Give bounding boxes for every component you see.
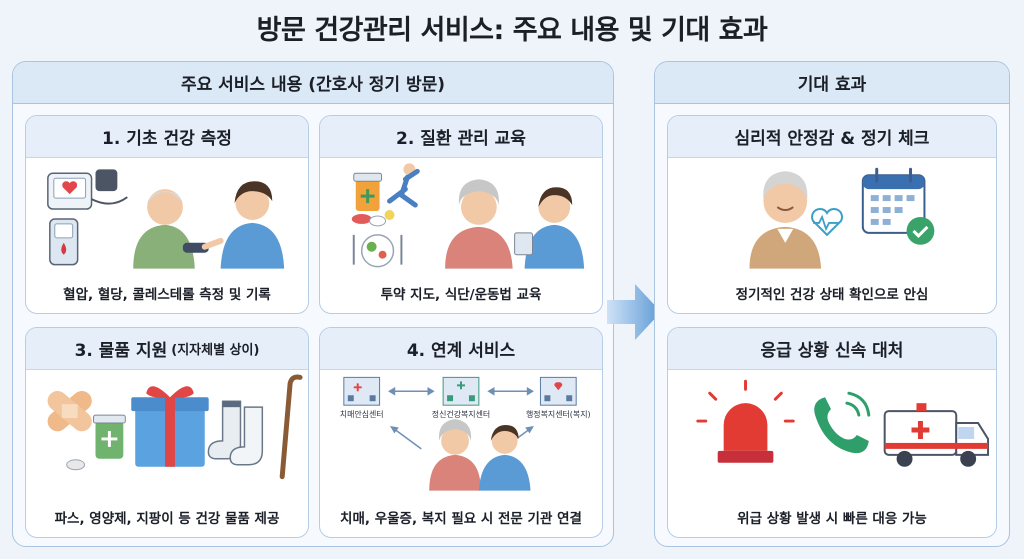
arrow-icon	[388, 386, 534, 450]
page-title: 방문 건강관리 서비스: 주요 내용 및 기대 효과	[256, 15, 768, 46]
card-title: 3. 물품 지원	[74, 341, 168, 361]
nurse-icon	[201, 181, 285, 269]
card3-illustration	[47, 374, 303, 480]
center-dementia-label: 치매안심센터	[340, 409, 384, 419]
card-caption: 혈압, 혈당, 콜레스테롤 측정 및 기록	[63, 287, 271, 303]
center-welfare-label: 행정복지센터(복지)	[526, 409, 591, 419]
glucose-meter-icon	[49, 218, 79, 266]
card4-illustration: 치매안심센터 정신건강복지센터 행정복지센터(복지)	[340, 376, 591, 491]
socks-icon	[207, 400, 264, 466]
card-supply-support: 3. 물품 지원 (지자체별 상이)	[25, 327, 309, 538]
card-title: 심리적 안정감 & 정기 체크	[668, 116, 996, 158]
card-caption: 위급 상황 발생 시 빠른 대응 가능	[737, 511, 927, 527]
heart-rate-icon	[811, 208, 843, 237]
card-linked-services: 4. 연계 서비스 치매안심센터 정신건강복지센터 행정복지센터(복지)	[319, 327, 603, 538]
gift-box-icon	[131, 386, 209, 467]
expected-effects-header: 기대 효과	[655, 62, 1009, 104]
card-title-row: 3. 물품 지원 (지자체별 상이)	[26, 328, 308, 370]
building-icon	[442, 376, 480, 406]
medicine-bottle-icon	[353, 172, 383, 212]
food-plate-icon	[352, 234, 403, 268]
exercise-person-icon	[387, 163, 420, 208]
elderly-woman-icon	[429, 419, 481, 491]
expected-effects-panel: 기대 효과 심리적 안정감 & 정기 체크	[654, 61, 1010, 547]
card5-illustration	[749, 167, 935, 269]
card-title: 응급 상황 신속 대처	[668, 328, 996, 370]
building-icon	[539, 376, 577, 406]
service-content-panel: 주요 서비스 내용 (간호사 정기 방문) 1. 기초 건강 측정	[12, 61, 614, 547]
flow-arrow-icon	[607, 284, 661, 340]
ambulance-icon	[883, 403, 990, 467]
card-title: 1. 기초 건강 측정	[26, 116, 308, 158]
card-caption: 정기적인 건강 상태 확인으로 안심	[735, 287, 929, 303]
card-title-note: (지자체별 상이)	[171, 343, 260, 358]
card-disease-management-education: 2. 질환 관리 교육	[319, 115, 603, 314]
service-content-header: 주요 서비스 내용 (간호사 정기 방문)	[13, 62, 613, 104]
nurse-icon	[478, 425, 531, 491]
card-basic-health-measurement: 1. 기초 건강 측정	[25, 115, 309, 314]
nurse-icon	[514, 187, 585, 269]
siren-icon	[696, 379, 795, 463]
elderly-patient-icon	[133, 189, 209, 269]
card1-illustration	[47, 169, 285, 269]
elderly-man-icon	[749, 171, 822, 269]
card-title: 4. 연계 서비스	[320, 328, 602, 370]
phone-icon	[814, 391, 871, 454]
blood-pressure-monitor-icon	[47, 169, 128, 210]
bandage-icon	[47, 390, 92, 432]
elderly-woman-icon	[445, 179, 513, 269]
card-psychological-stability: 심리적 안정감 & 정기 체크	[667, 115, 997, 314]
pills-icon	[351, 210, 395, 227]
card-title: 2. 질환 관리 교육	[320, 116, 602, 158]
cane-icon	[279, 374, 303, 480]
card-caption: 투약 지도, 식단/운동법 교육	[380, 287, 542, 303]
building-icon	[343, 376, 381, 406]
card-caption: 파스, 영양제, 지팡이 등 건강 물품 제공	[54, 511, 280, 527]
card2-illustration	[351, 163, 585, 269]
card-emergency-response: 응급 상황 신속 대처 위급 상황 발생 시 빠른 대응 가능	[667, 327, 997, 538]
center-mental-health-label: 정신건강복지센터	[432, 409, 490, 419]
supplement-bottle-icon	[66, 414, 126, 471]
card-caption: 치매, 우울증, 복지 필요 시 전문 기관 연결	[340, 511, 582, 527]
calendar-check-icon	[861, 167, 935, 245]
card6-illustration	[696, 379, 990, 467]
